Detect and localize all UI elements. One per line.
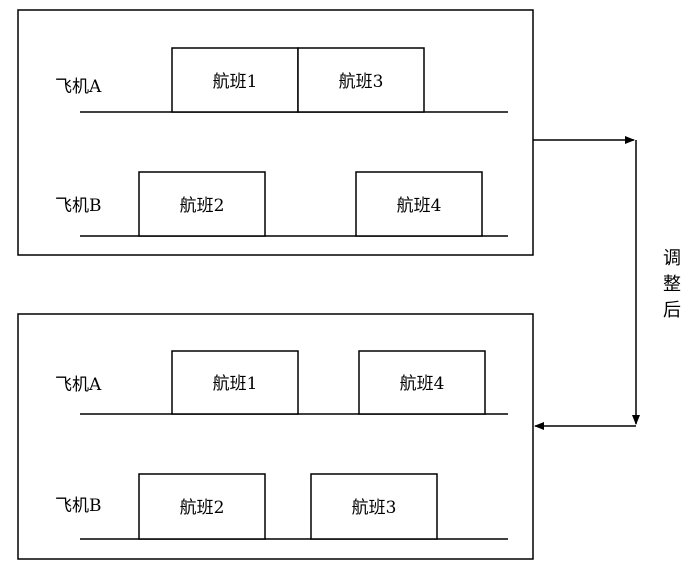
flight-label: 航班1 <box>213 374 258 394</box>
flight-box: 航班4 <box>358 350 486 415</box>
panel-after: 飞机A 航班1 航班4 飞机B 航班2 航班3 <box>17 313 534 560</box>
plane-label: 飞机B <box>55 496 102 516</box>
flight-box: 航班2 <box>138 473 266 540</box>
panel-before: 飞机A 航班1 航班3 飞机B 航班2 航班4 <box>17 9 534 256</box>
flight-box: 航班1 <box>171 350 299 415</box>
flight-box: 航班1 <box>171 47 299 113</box>
flight-label: 航班2 <box>180 498 225 518</box>
flight-label: 航班2 <box>180 196 225 216</box>
plane-row-b: 飞机B 航班2 航班3 <box>55 473 508 540</box>
flight-label: 航班4 <box>397 196 442 216</box>
adjustment-connector: 调 整 后 <box>533 136 681 430</box>
panel-frame <box>17 313 534 560</box>
flight-box: 航班3 <box>297 47 425 113</box>
flight-label: 航班1 <box>213 72 258 92</box>
plane-label: 飞机A <box>55 77 102 97</box>
adjustment-label-char: 调 <box>663 248 681 269</box>
adjustment-label-char: 整 <box>663 274 681 295</box>
flight-box: 航班3 <box>310 473 438 540</box>
flight-label: 航班3 <box>352 498 397 518</box>
plane-row-a: 飞机A 航班1 航班4 <box>55 350 508 415</box>
plane-row-b: 飞机B 航班2 航班4 <box>55 171 508 237</box>
plane-label: 飞机B <box>55 196 102 216</box>
flight-label: 航班4 <box>400 374 445 394</box>
plane-row-a: 飞机A 航班1 航班3 <box>55 47 508 113</box>
flight-label: 航班3 <box>339 72 384 92</box>
adjustment-label-char: 后 <box>663 300 681 321</box>
panel-frame <box>17 9 534 256</box>
flight-box: 航班2 <box>138 171 266 237</box>
plane-label: 飞机A <box>55 375 102 395</box>
flight-box: 航班4 <box>355 171 483 237</box>
